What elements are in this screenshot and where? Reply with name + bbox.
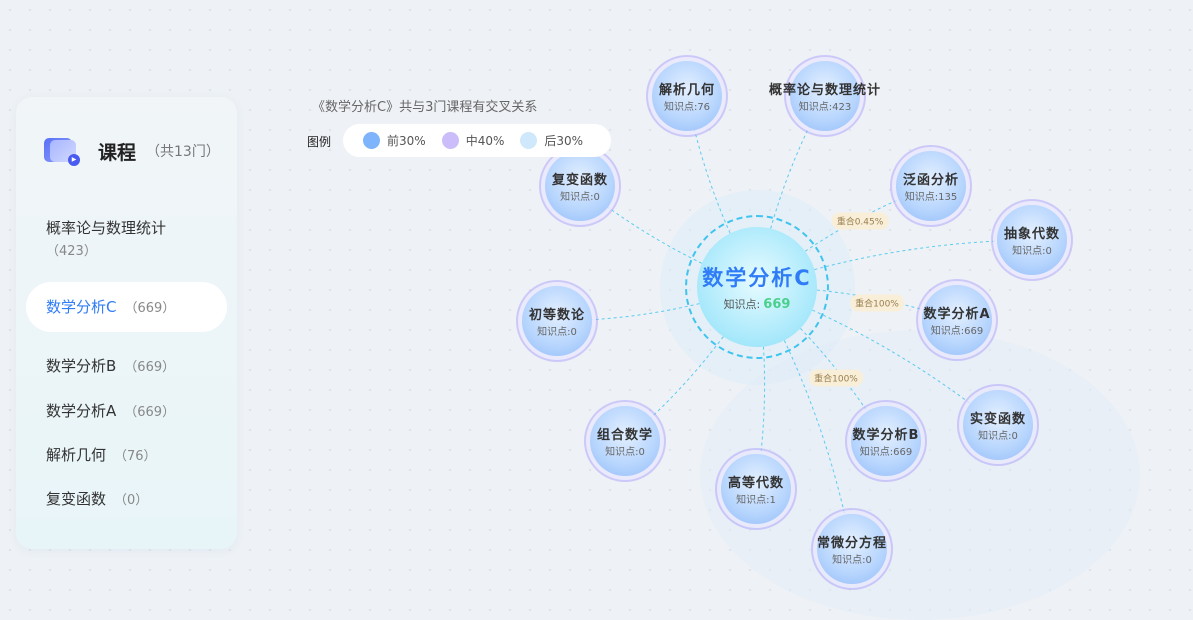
course-count: （669）: [124, 405, 176, 420]
course-name: 概率论与数理统计: [46, 219, 167, 237]
legend-dot: [520, 132, 538, 149]
kp-value: 669: [763, 297, 791, 312]
course-node[interactable]: 高等代数知识点:1: [721, 454, 791, 524]
overlap-label: 重合100%: [850, 294, 904, 312]
legend-item-middle: 中40%: [441, 132, 505, 149]
course-item[interactable]: 解析几何 （76）: [26, 444, 227, 465]
node-kp: 知识点:669: [859, 447, 913, 458]
legend-text: 中40%: [465, 134, 505, 148]
node-kp: 知识点:0: [832, 555, 872, 566]
node-kp: 知识点:1: [736, 495, 776, 506]
node-kp: 知识点:669: [930, 326, 984, 337]
sidebar-count: （共13门）: [146, 144, 220, 160]
course-sidebar: ▶ 课程 （共13门） 概率论与数理统计 （423） 数学分析C （669） 数学分…: [16, 97, 237, 549]
legend-text: 后30%: [544, 134, 584, 148]
node-kp: 知识点:0: [978, 431, 1018, 442]
course-name: 解析几何: [46, 446, 107, 464]
course-item-active[interactable]: 数学分析C （669）: [26, 282, 227, 332]
center-node-name: 数学分析C: [702, 266, 812, 290]
sidebar-header: ▶ 课程 （共13门）: [44, 135, 220, 167]
node-name: 高等代数: [727, 476, 784, 491]
course-count: （0）: [114, 493, 149, 508]
course-item[interactable]: 复变函数 （0）: [26, 488, 227, 509]
course-item[interactable]: 概率论与数理统计 （423）: [26, 217, 227, 263]
course-node[interactable]: 概率论与数理统计知识点:423: [769, 61, 880, 131]
legend-dot: [363, 132, 380, 149]
node-name: 泛函分析: [902, 173, 959, 188]
node-kp: 知识点:0: [560, 192, 600, 203]
node-kp: 知识点:0: [605, 447, 645, 458]
course-item[interactable]: 数学分析A （669）: [26, 400, 227, 421]
node-name: 实变函数: [969, 412, 1026, 427]
node-kp: 知识点:0: [537, 327, 577, 338]
node-name: 数学分析A: [923, 307, 991, 322]
course-count: （423）: [46, 244, 97, 259]
course-name: 数学分析C: [46, 298, 117, 316]
course-item[interactable]: 数学分析B （669）: [26, 355, 227, 376]
kp-label: 知识点:: [723, 298, 761, 311]
node-kp: 知识点:423: [798, 102, 852, 113]
node-name: 数学分析B: [852, 428, 920, 443]
graph-title: 《数学分析C》共与3门课程有交叉关系: [312, 100, 538, 115]
course-count: （669）: [124, 360, 176, 375]
course-node[interactable]: 数学分析B 知识点:669: [851, 406, 921, 476]
center-node-kp: 知识点:669: [724, 296, 791, 312]
node-kp: 知识点:0: [1012, 246, 1052, 257]
course-node[interactable]: 抽象代数知识点:0: [997, 205, 1067, 275]
node-name: 解析几何: [658, 83, 715, 98]
node-kp: 知识点:76: [663, 102, 711, 113]
legend-dot: [441, 132, 459, 149]
legend-text: 前30%: [387, 134, 426, 148]
course-name: 复变函数: [46, 490, 107, 508]
course-name: 数学分析B: [46, 357, 117, 375]
legend-label: 图例: [307, 135, 332, 149]
node-name: 组合数学: [596, 428, 653, 443]
overlap-label: 重合0.45%: [831, 212, 889, 230]
node-name: 抽象代数: [1003, 227, 1060, 242]
course-count: （76）: [114, 449, 157, 464]
course-node[interactable]: 复变函数知识点:0: [545, 151, 615, 221]
course-node[interactable]: 组合数学知识点:0: [590, 406, 660, 476]
course-node[interactable]: 实变函数知识点:0: [963, 390, 1033, 460]
course-node[interactable]: 常微分方程知识点:0: [817, 514, 887, 584]
legend-item-top: 前30%: [363, 132, 426, 149]
course-count: （669）: [124, 301, 176, 316]
node-kp: 知识点:135: [904, 192, 958, 203]
node-name: 初等数论: [528, 308, 585, 323]
legend-item-bottom: 后30%: [520, 132, 583, 149]
node-name: 复变函数: [551, 173, 608, 188]
center-node[interactable]: 数学分析C 知识点:669: [685, 215, 829, 359]
course-node[interactable]: 解析几何知识点:76: [652, 61, 722, 131]
course-node[interactable]: 初等数论知识点:0: [522, 286, 592, 356]
node-name: 常微分方程: [817, 536, 888, 551]
sidebar-title: 课程: [98, 141, 137, 164]
course-video-icon: ▶: [44, 135, 80, 167]
node-name: 概率论与数理统计: [769, 83, 882, 98]
course-node[interactable]: 泛函分析知识点:135: [896, 151, 966, 221]
course-name: 数学分析A: [46, 402, 117, 420]
legend: 前30% 中40% 后30%: [343, 124, 611, 157]
course-node[interactable]: 数学分析A 知识点:669: [922, 285, 992, 355]
overlap-label: 重合100%: [809, 369, 863, 387]
